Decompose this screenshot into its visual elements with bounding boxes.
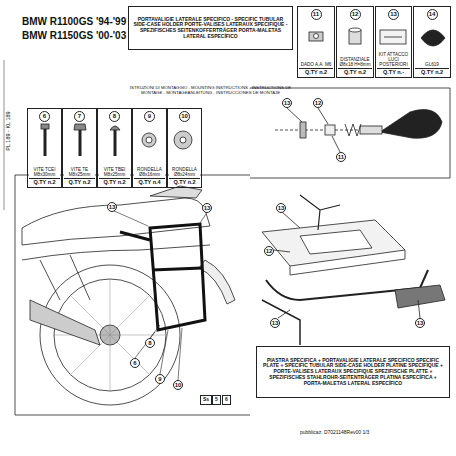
title-box: PIASTRA SPECIFICA + PORTAVALIGIE LATERAL… xyxy=(256,346,450,398)
detail-frame xyxy=(250,88,450,178)
callout-number: 6 xyxy=(130,358,140,368)
quantity: Q.TY n.2 xyxy=(415,68,449,75)
part-box: 8VITE TBEI M8x25mmQ.TY n.2 xyxy=(97,108,132,188)
table-cell: 6 xyxy=(222,395,231,405)
callout-number: 12 xyxy=(350,9,361,20)
quantity: Q.TY n.- xyxy=(377,68,410,75)
callout-number: 6 xyxy=(39,111,50,122)
part-box: 12DISTANZIALE Ø8x18 H=8mmQ.TY n.2 xyxy=(336,6,374,78)
part-box: 14GL619Q.TY n.2 xyxy=(413,6,451,78)
quantity: Q.TY n.2 xyxy=(64,178,95,185)
rack-plate xyxy=(262,195,445,345)
part-name: VITE TE M8x25mm xyxy=(64,167,95,178)
part-box: 9RONDELLA Ø8x16mmQ.TY n.4 xyxy=(132,108,167,188)
quantity: Q.TY n.2 xyxy=(338,68,372,75)
callout-number: 13 xyxy=(276,203,286,213)
callout-number: 8 xyxy=(145,338,155,348)
quantity: Q.TY n.4 xyxy=(134,178,165,185)
quantity: Q.TY n.2 xyxy=(29,178,60,185)
callout-number: 10 xyxy=(179,111,190,122)
callout-number: 13 xyxy=(415,318,425,328)
instructions-note: ISTRUZIONI DI MONTAGGIO - MOUNTING INSTR… xyxy=(128,86,293,95)
part-name: RONDELLA Ø8x16mm xyxy=(134,167,165,178)
part-box: 10RONDELLA Ø8x24mmQ.TY n.2 xyxy=(167,108,202,188)
part-name: KIT ATTACCO LUCI POSTERIORI xyxy=(377,52,410,68)
callout-number: 12 xyxy=(313,98,323,108)
callout-number: 11 xyxy=(311,9,322,20)
part-box: 6VITE TCEI M8x30mmQ.TY n.2 xyxy=(27,108,62,188)
heading-text: PIASTRA SPECIFICA + PORTAVALIGIE LATERAL… xyxy=(260,358,446,387)
part-icons xyxy=(41,28,445,156)
quantity: Q.TY n.2 xyxy=(99,178,130,185)
part-box: 7VITE TE M8x25mmQ.TY n.2 xyxy=(62,108,97,188)
table-cell: Ss xyxy=(200,395,212,405)
part-box: 13KIT ATTACCO LUCI POSTERIORIQ.TY n.- xyxy=(375,6,412,78)
callout-number: 9 xyxy=(155,374,165,384)
part-name: VITE TBEI M8x25mm xyxy=(99,167,130,178)
part-box: 11DADO A.A. M6Q.TY n.2 xyxy=(297,6,335,78)
callout-number: 10 xyxy=(173,380,183,390)
part-name: VITE TCEI M8x30mm xyxy=(29,167,60,178)
footer-code: pubblicaz. D7021148Rev00 1/3 xyxy=(300,430,369,436)
quantity: Q.TY n.2 xyxy=(169,178,200,185)
table-cell: 5 xyxy=(212,395,221,405)
motorcycle xyxy=(22,186,235,405)
model-title: BMW R1100GS '94-'99 xyxy=(22,16,126,27)
callout-number: 13 xyxy=(107,202,117,212)
model-code: PL 189 - KL 189 xyxy=(5,61,11,201)
callout-number: 13 xyxy=(282,98,292,108)
callout-number: 8 xyxy=(109,111,120,122)
callout-number: 7 xyxy=(74,111,85,122)
callout-number: 9 xyxy=(144,111,155,122)
part-name: DISTANZIALE Ø8x18 H=8mm xyxy=(338,57,372,68)
model-title: BMW R1150GS '00-'03 xyxy=(22,30,126,41)
callout-number: 11 xyxy=(336,152,346,162)
quantity: Q.TY n.2 xyxy=(299,68,333,75)
part-name: RONDELLA Ø8x24mm xyxy=(169,167,200,178)
frame xyxy=(15,175,250,415)
title-box: PORTAVALIGIE LATERALE SPECIFICO - SPECIF… xyxy=(128,6,293,50)
callout-number: 13 xyxy=(202,203,212,213)
heading-text: PORTAVALIGIE LATERALE SPECIFICO - SPECIF… xyxy=(132,17,289,40)
callout-number: 14 xyxy=(427,9,438,20)
side-case-holder xyxy=(120,224,205,330)
callout-number: 13 xyxy=(388,9,399,20)
leader-lines xyxy=(112,210,206,380)
callout-number: 12 xyxy=(264,246,274,256)
indicator-detail xyxy=(275,108,442,152)
callout-number: 13 xyxy=(270,318,280,328)
